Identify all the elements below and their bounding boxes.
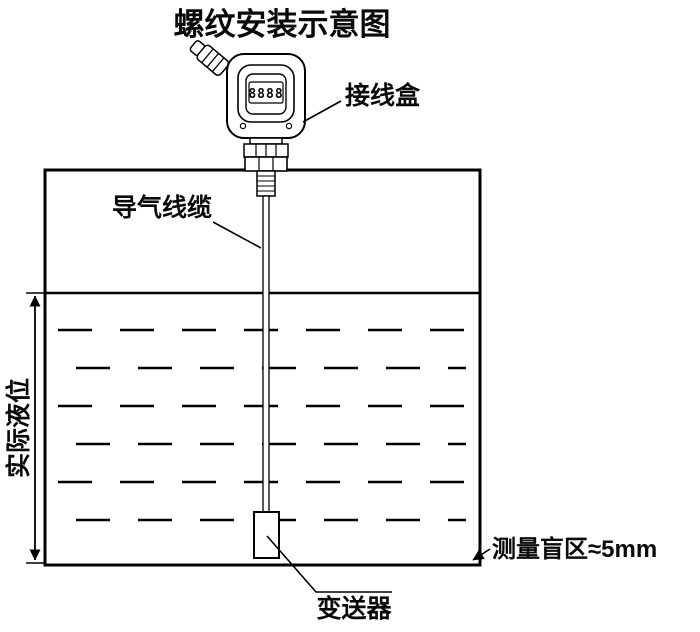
lcd-window (248, 81, 284, 104)
transmitter-label: 变送器 (316, 594, 392, 623)
probe-body (253, 511, 280, 559)
lcd-digits: 8888 (248, 87, 283, 102)
diagram-title: 螺纹安装示意图 (174, 7, 391, 42)
actual-level-label: 实际液位 (4, 378, 33, 478)
neck-collar (249, 137, 283, 145)
leader-line-blind-zone (472, 548, 491, 561)
screw-icon (239, 122, 247, 130)
cable-gland-icon (189, 40, 230, 76)
junction-box-label: 接线盒 (345, 81, 421, 110)
blind-zone-label: 测量盲区≈5mm (492, 535, 657, 563)
screw-icon (285, 122, 293, 130)
liquid-dashes (58, 328, 466, 522)
leader-line-junction-box (302, 100, 342, 123)
thread-stub (256, 170, 276, 197)
hex-nut (244, 156, 288, 172)
leader-line-air-cable (212, 221, 262, 249)
air-cable-label: 导气线缆 (112, 193, 212, 222)
transmitter-head: 8888 (189, 40, 306, 197)
air-cable-line (262, 195, 270, 513)
leader-line-transmitter (266, 535, 392, 593)
